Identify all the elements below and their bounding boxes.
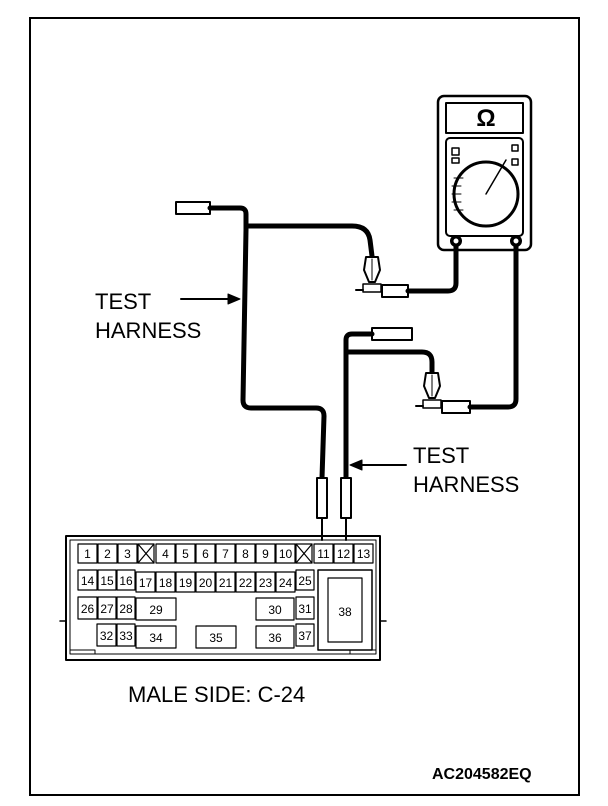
- pin-label: 17: [139, 576, 153, 590]
- label-line: TEST: [95, 289, 152, 314]
- test-harness-label-right: TEST HARNESS: [413, 441, 519, 499]
- label-line: HARNESS: [95, 318, 202, 343]
- pin-label: 26: [81, 602, 95, 616]
- pin-label: 33: [119, 629, 133, 643]
- pin-plug-left: [316, 477, 328, 541]
- pin-label: 13: [357, 547, 371, 561]
- pin-label: 27: [100, 602, 114, 616]
- pin-label: 1: [84, 547, 91, 561]
- pin-label: 24: [279, 576, 293, 590]
- arrow-right-label: [349, 459, 407, 471]
- pin-label: 2: [104, 547, 111, 561]
- pin-label: 11: [317, 547, 330, 561]
- test-harness-label-left: TEST HARNESS: [95, 287, 201, 345]
- connector-c24: [59, 535, 387, 661]
- pin-label: 14: [81, 574, 95, 588]
- pin-label: 12: [337, 547, 351, 561]
- pin-label: 9: [262, 547, 269, 561]
- pin-label: 8: [242, 547, 249, 561]
- ohm-symbol: Ω: [476, 105, 495, 132]
- pin-label: 4: [162, 547, 169, 561]
- pin-label: 19: [179, 576, 193, 590]
- pin-label: 38: [338, 605, 352, 619]
- label-line: HARNESS: [413, 472, 520, 497]
- figure-code: AC204582EQ: [432, 766, 532, 783]
- pin-label: 37: [298, 629, 312, 643]
- ohmmeter: [436, 94, 533, 252]
- pin-label: 21: [219, 576, 233, 590]
- pin-label: 18: [159, 576, 173, 590]
- pin-label: 22: [239, 576, 253, 590]
- pin-label: 3: [124, 547, 131, 561]
- pin-label: 28: [119, 602, 133, 616]
- probe-right: [415, 243, 519, 414]
- pin-label: 36: [268, 631, 282, 645]
- pin-label: 10: [279, 547, 293, 561]
- test-harness-right: [343, 327, 435, 481]
- pin-label: 7: [222, 547, 229, 561]
- pin-label: 35: [209, 631, 223, 645]
- pin-label: 32: [100, 629, 114, 643]
- pin-label: 31: [298, 602, 312, 616]
- pin-label: 20: [199, 576, 213, 590]
- pin-label: 25: [298, 574, 312, 588]
- diagram-frame: [29, 17, 580, 796]
- test-harness-left: [175, 201, 375, 481]
- pin-label: 5: [182, 547, 189, 561]
- connector-pin-labels: 1 2 3 4 5 6 7 8 9 10 11 12 13 14 15 16 1…: [81, 547, 371, 645]
- pin-label: 16: [119, 574, 133, 588]
- probe-left: [355, 243, 459, 298]
- pin-label: 30: [268, 603, 282, 617]
- pin-plug-right: [340, 477, 352, 541]
- pin-label: 23: [259, 576, 273, 590]
- pin-label: 15: [100, 574, 114, 588]
- pin-label: 29: [149, 603, 163, 617]
- pin-label: 34: [149, 631, 163, 645]
- label-line: TEST: [413, 443, 470, 468]
- connector-caption: MALE SIDE: C-24: [128, 682, 306, 707]
- arrow-left-label: [180, 293, 241, 305]
- pin-label: 6: [202, 547, 209, 561]
